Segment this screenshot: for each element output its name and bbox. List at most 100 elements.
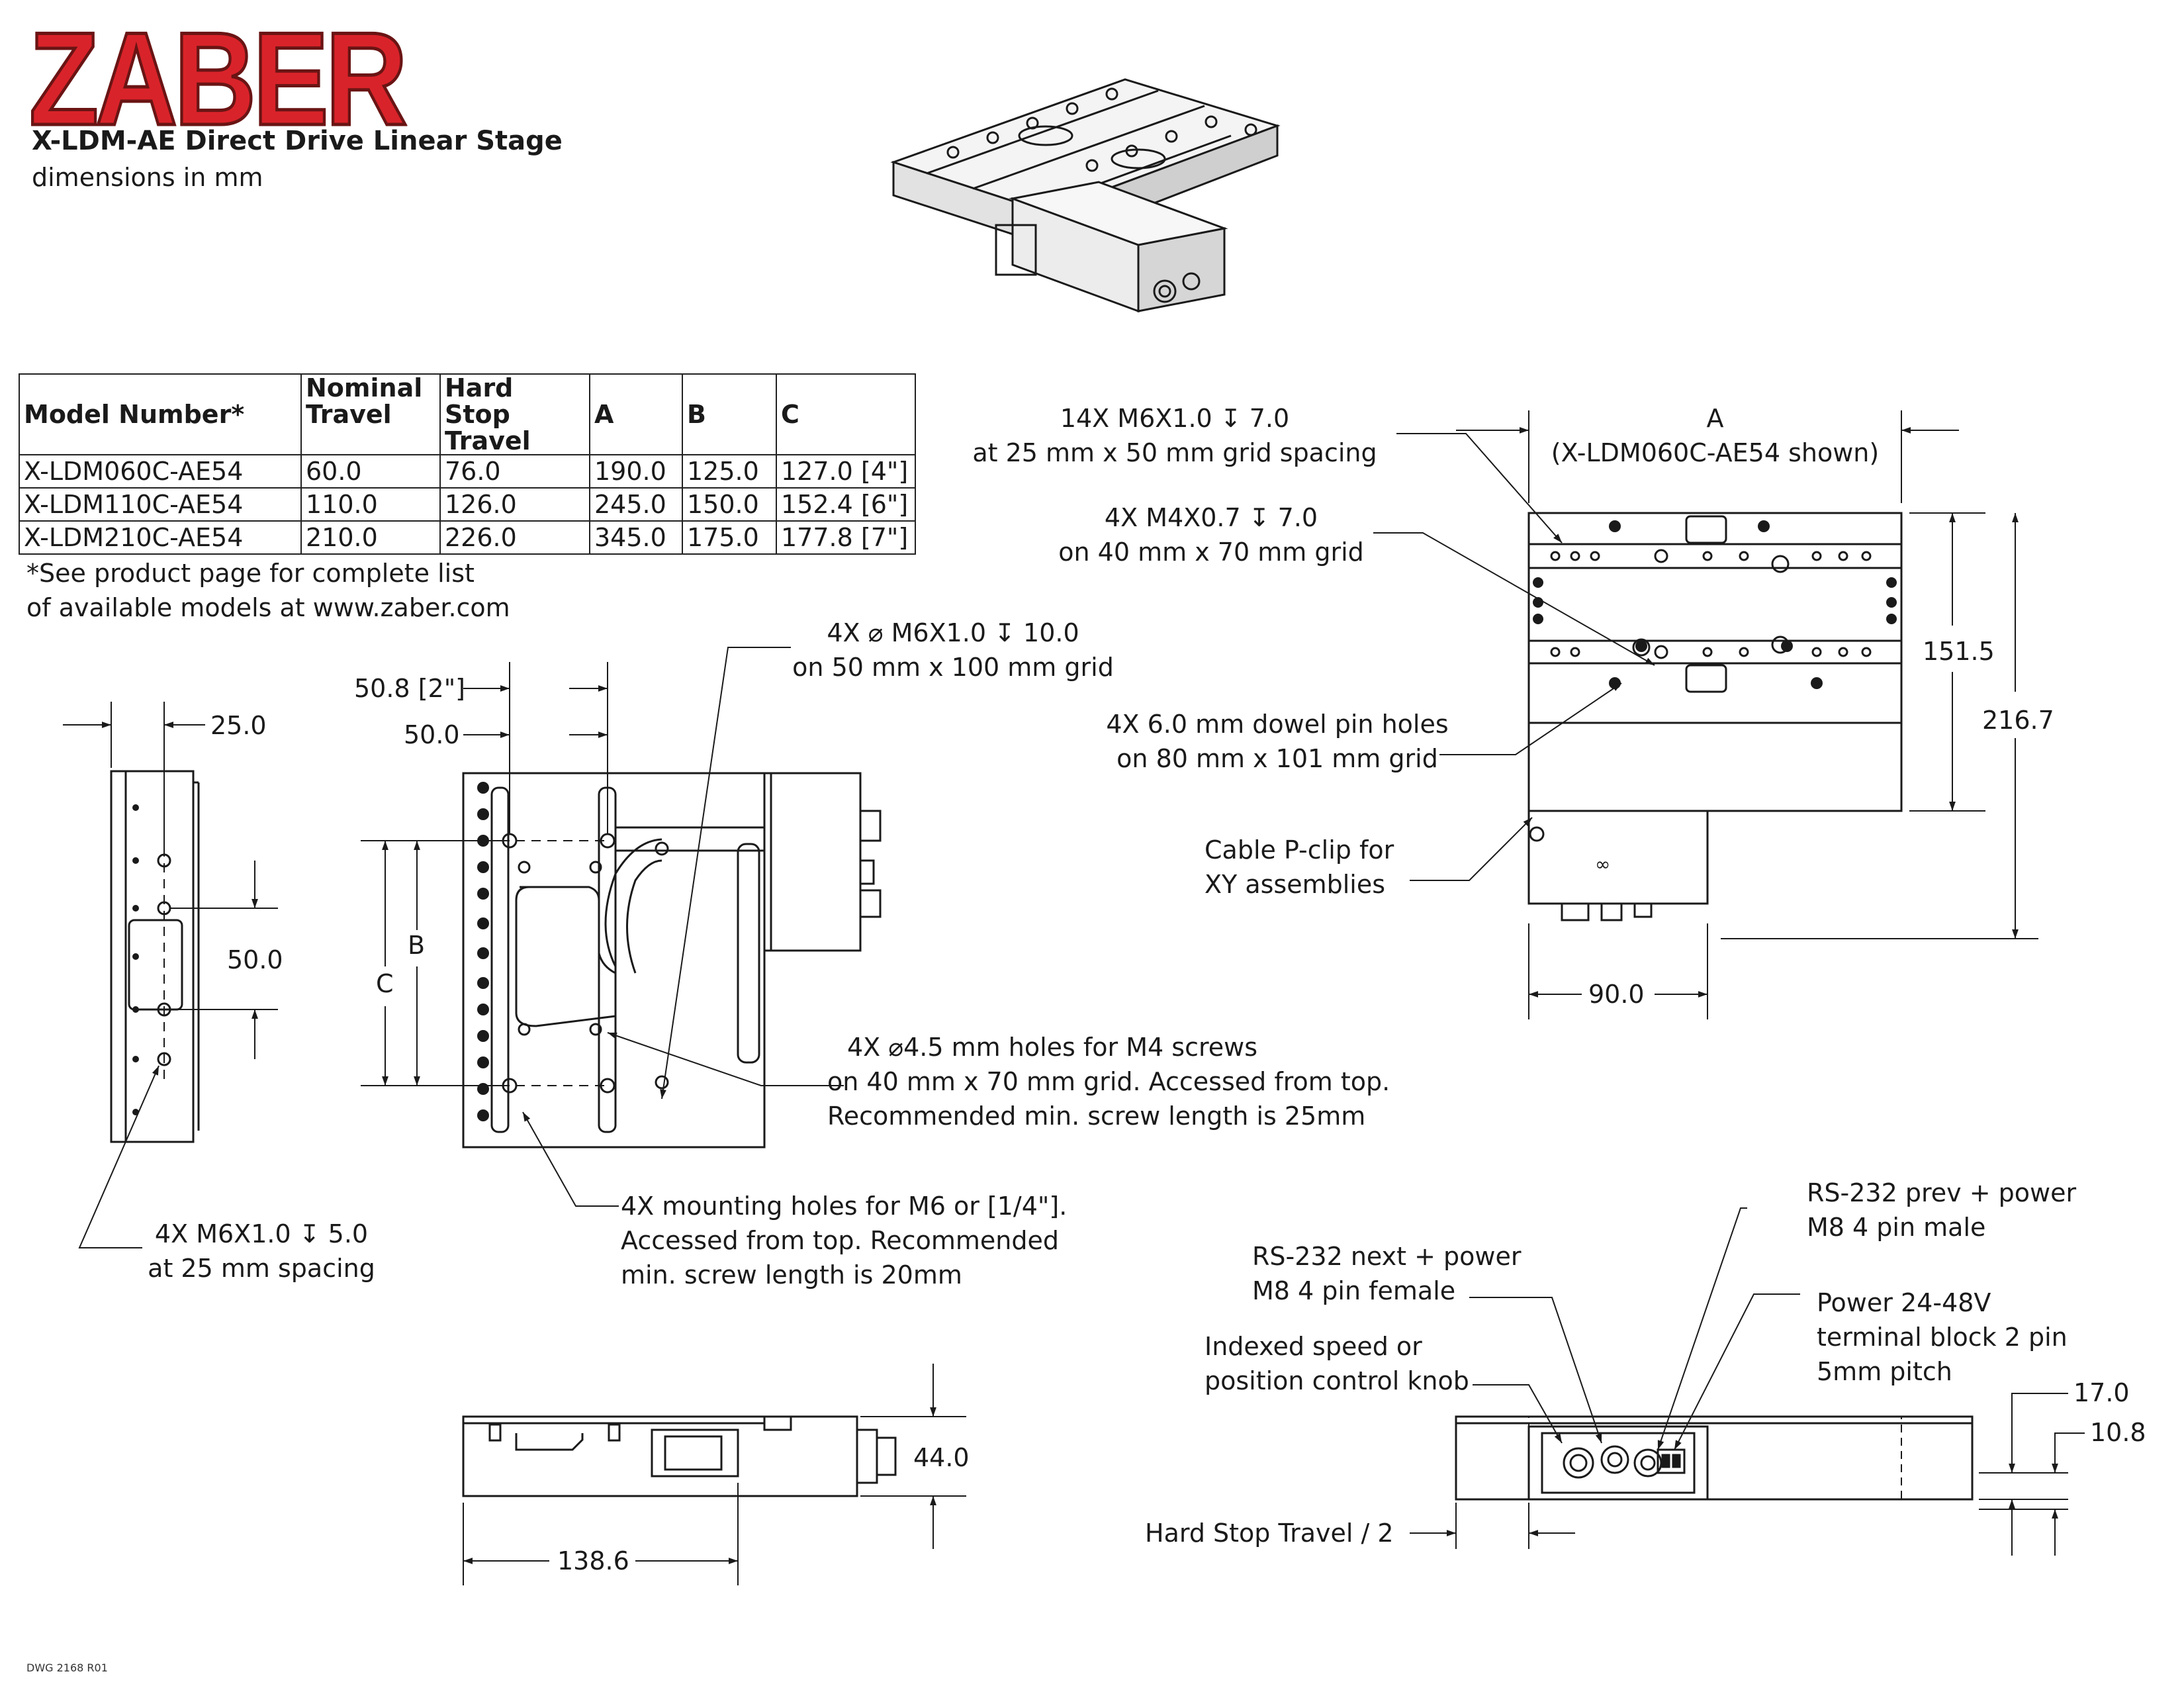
callout-line: Power 24-48V [1817, 1288, 1991, 1317]
cell-c: 177.8 [7"] [776, 520, 916, 555]
bottom-view [462, 772, 882, 1149]
table-row: X-LDM060C-AE54 60.0 76.0 190.0 125.0 127… [19, 454, 916, 489]
header-a: A [589, 373, 683, 455]
callout-pclip: Cable P-clip for XY assemblies [1205, 833, 1394, 902]
cell-c: 152.4 [6"] [776, 487, 916, 522]
cell-hard-stop: 126.0 [439, 487, 590, 522]
dim-151-5: 151.5 [1923, 637, 1995, 666]
callout-line: on 40 mm x 70 mm grid. Accessed from top… [827, 1067, 1390, 1096]
cell-nominal: 210.0 [300, 520, 441, 555]
callout-line: M8 4 pin male [1807, 1213, 1986, 1242]
cell-model: X-LDM210C-AE54 [19, 520, 302, 555]
header-b: B [682, 373, 777, 455]
isometric-stage-view [890, 78, 1281, 313]
callout-line: Recommended min. screw length is 25mm [827, 1102, 1366, 1131]
callout-bottom-m6: 4X ⌀ M6X1.0 ↧ 10.0 on 50 mm x 100 mm gri… [781, 616, 1125, 684]
top-view: ∞ [1527, 512, 1903, 921]
top-view-leaders [1373, 433, 1655, 881]
callout-control-knob: Indexed speed or position control knob [1205, 1329, 1469, 1398]
callout-line: 5mm pitch [1817, 1357, 1952, 1386]
dim-bottom-50: 50.0 [404, 720, 460, 749]
callout-line: 4X ⌀ M6X1.0 ↧ 10.0 [827, 618, 1079, 647]
callout-side-m6: 4X M6X1.0 ↧ 5.0 at 25 mm spacing [122, 1217, 400, 1286]
callout-line: 4X M6X1.0 ↧ 5.0 [154, 1219, 369, 1248]
callout-line: terminal block 2 pin [1817, 1323, 2068, 1352]
table-row: X-LDM110C-AE54 110.0 126.0 245.0 150.0 1… [19, 487, 916, 522]
dim-17: 17.0 [2073, 1378, 2130, 1407]
callout-bottom-m4: 4X ⌀4.5 mm holes for M4 screws on 40 mm … [827, 1030, 1390, 1133]
callout-line: 4X 6.0 mm dowel pin holes [1106, 710, 1449, 739]
dim-b: B [408, 931, 426, 960]
side-view [110, 770, 200, 1143]
callout-mounting-holes: 4X mounting holes for M6 or [1/4"]. Acce… [621, 1189, 1067, 1292]
front-view-dimensions [463, 1364, 966, 1585]
footnote-line: of available models at www.zaber.com [26, 593, 510, 622]
cell-a: 345.0 [589, 520, 683, 555]
cell-hard-stop: 76.0 [439, 454, 590, 489]
dim-25: 25.0 [210, 711, 267, 740]
dim-50-8: 50.8 [2"] [354, 674, 465, 703]
cell-a: 190.0 [589, 454, 683, 489]
dim-note: (X-LDM060C-AE54 shown) [1551, 438, 1880, 467]
callout-line: position control knob [1205, 1366, 1469, 1395]
dim-10-8: 10.8 [2090, 1418, 2146, 1447]
dim-label: A [1706, 404, 1724, 433]
callout-line: Cable P-clip for [1205, 835, 1394, 865]
cell-model: X-LDM110C-AE54 [19, 487, 302, 522]
dim-44: 44.0 [913, 1443, 970, 1472]
callout-top-m6: 14X M6X1.0 ↧ 7.0 at 25 mm x 50 mm grid s… [966, 401, 1383, 470]
cell-nominal: 60.0 [300, 454, 441, 489]
page-title: X-LDM-AE Direct Drive Linear Stage [32, 126, 563, 156]
callout-line: 4X M4X0.7 ↧ 7.0 [1104, 503, 1318, 532]
table-footnote: *See product page for complete list of a… [26, 556, 510, 625]
header-c: C [776, 373, 916, 455]
bottom-view-dimensions [361, 647, 844, 1207]
callout-line: on 50 mm x 100 mm grid [792, 653, 1114, 682]
dim-90: 90.0 [1588, 980, 1645, 1009]
footnote-line: *See product page for complete list [26, 559, 475, 588]
table-row: X-LDM210C-AE54 210.0 226.0 345.0 175.0 1… [19, 520, 916, 555]
callout-top-m4: 4X M4X0.7 ↧ 7.0 on 40 mm x 70 mm grid [1052, 500, 1370, 569]
callout-line: RS-232 prev + power [1807, 1178, 2077, 1207]
callout-line: at 25 mm x 50 mm grid spacing [972, 438, 1377, 467]
callout-line: RS-232 next + power [1252, 1242, 1522, 1271]
callout-line: Accessed from top. Recommended [621, 1226, 1059, 1255]
callout-line: on 40 mm x 70 mm grid [1058, 538, 1364, 567]
cell-nominal: 110.0 [300, 487, 441, 522]
callout-power: Power 24-48V terminal block 2 pin 5mm pi… [1817, 1286, 2068, 1389]
dim-216-7: 216.7 [1982, 706, 2054, 735]
cell-c: 127.0 [4"] [776, 454, 916, 489]
cell-b: 150.0 [682, 487, 777, 522]
svg-text:∞: ∞ [1595, 853, 1610, 875]
side-view-dimensions [63, 702, 278, 1248]
callout-line: XY assemblies [1205, 870, 1386, 899]
callout-line: 4X ⌀4.5 mm holes for M4 screws [846, 1033, 1258, 1062]
callout-line: min. screw length is 20mm [621, 1260, 962, 1289]
dim-side-50: 50.0 [227, 945, 283, 974]
end-view [1455, 1415, 1974, 1501]
header-model-number: Model Number* [19, 373, 302, 455]
cell-b: 175.0 [682, 520, 777, 555]
callout-line: 14X M6X1.0 ↧ 7.0 [1060, 404, 1290, 433]
top-view-dimensions [1456, 410, 2038, 1019]
end-view-dimensions [1410, 1207, 2085, 1556]
cell-model: X-LDM060C-AE54 [19, 454, 302, 489]
callout-line: M8 4 pin female [1252, 1276, 1456, 1305]
cell-hard-stop: 226.0 [439, 520, 590, 555]
callout-line: Indexed speed or [1205, 1332, 1422, 1361]
dim-138-6: 138.6 [557, 1546, 629, 1575]
callout-line: on 80 mm x 101 mm grid [1116, 744, 1438, 773]
page-subtitle: dimensions in mm [32, 163, 263, 192]
callout-rs232-next: RS-232 next + power M8 4 pin female [1252, 1239, 1521, 1308]
cell-b: 125.0 [682, 454, 777, 489]
zaber-logo: ZABER [28, 5, 409, 153]
callout-rs232-prev: RS-232 prev + power M8 4 pin male [1807, 1176, 2076, 1244]
callout-dowel-holes: 4X 6.0 mm dowel pin holes on 80 mm x 101… [1085, 707, 1469, 776]
drawing-number: DWG 2168 R01 [26, 1662, 108, 1674]
callout-line: at 25 mm spacing [148, 1254, 375, 1283]
